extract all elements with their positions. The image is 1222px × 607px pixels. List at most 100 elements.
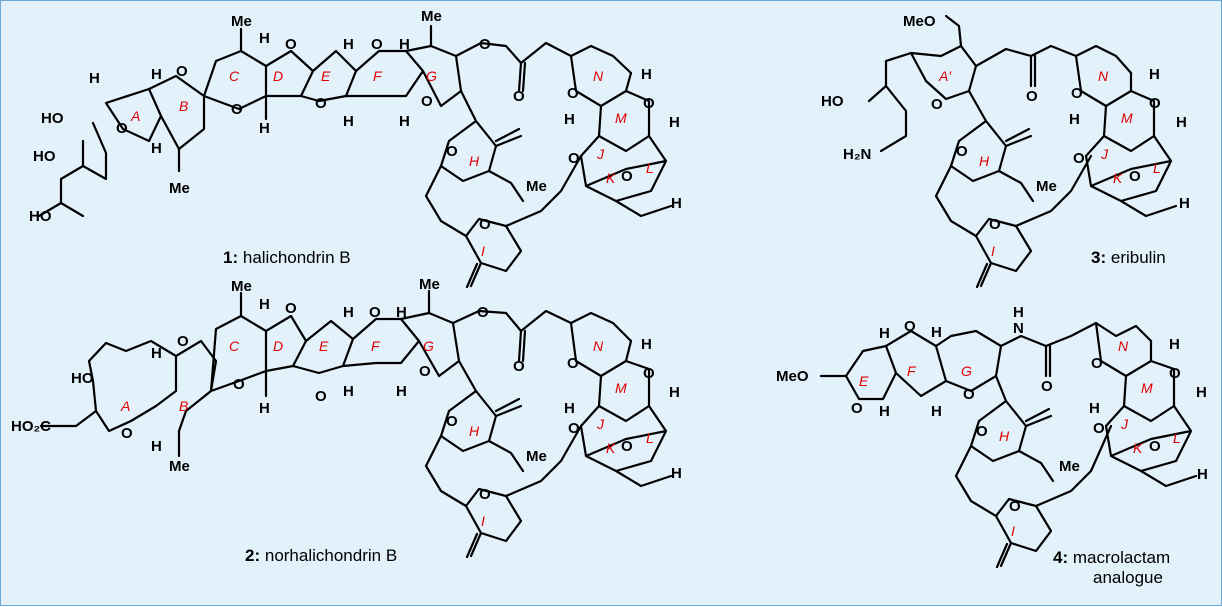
atom-label: H	[671, 195, 682, 212]
atom-label: Me	[526, 178, 547, 195]
atom-label: O	[1169, 365, 1181, 382]
ring-label: K	[606, 170, 616, 186]
atom-label: H	[879, 403, 890, 420]
atom-label: Me	[169, 180, 190, 197]
atom-label: Me	[169, 458, 190, 475]
ring-label: I	[481, 243, 485, 259]
atom-label: H	[151, 140, 162, 157]
ring-label: K	[1133, 440, 1143, 456]
atom-label: H	[399, 113, 410, 130]
atom-label: O	[121, 425, 133, 442]
atom-label: O	[285, 36, 297, 53]
ring-label: H	[469, 153, 480, 169]
atom-label: H₂N	[843, 146, 871, 163]
ring-label: K	[1113, 170, 1123, 186]
ring-label: B	[179, 98, 188, 114]
ring-label: M	[1141, 380, 1153, 396]
atom-label: O	[1149, 438, 1161, 455]
ring-label: H	[979, 153, 990, 169]
compound-caption: 3: eribulin	[1091, 248, 1166, 267]
atom-label: MeO	[776, 368, 809, 385]
compound-caption: 1: halichondrin B	[223, 248, 351, 267]
atom-label: O	[643, 95, 655, 112]
atom-label: H	[1089, 400, 1100, 417]
atom-label: O	[285, 300, 297, 317]
atom-label: O	[1093, 420, 1105, 437]
atom-label: O	[568, 420, 580, 437]
ring-label: N	[593, 338, 604, 354]
ring-label: M	[1121, 110, 1133, 126]
atom-label: O	[989, 216, 1001, 233]
ring-label: I	[991, 243, 995, 259]
atom-label: O	[976, 423, 988, 440]
atom-label: Me	[1036, 178, 1057, 195]
atom-label: O	[1073, 150, 1085, 167]
ring-label: N	[1098, 68, 1109, 84]
ring-label: H	[999, 428, 1010, 444]
atom-label: H	[151, 66, 162, 83]
atom-label: O	[621, 438, 633, 455]
atom-label: H	[89, 70, 100, 87]
atom-label: O	[568, 150, 580, 167]
atom-label: HO	[41, 110, 64, 127]
atom-label: O	[513, 88, 525, 105]
ring-label: B	[179, 398, 188, 414]
atom-label: H	[343, 36, 354, 53]
ring-label: C	[229, 68, 240, 84]
atom-label: O	[177, 333, 189, 350]
atom-label: H	[396, 383, 407, 400]
ring-label: C	[229, 338, 240, 354]
atom-label: H	[1149, 66, 1160, 83]
ring-label: N	[1118, 338, 1129, 354]
atom-label: H	[343, 113, 354, 130]
atom-label: H	[669, 384, 680, 401]
compound-caption-line2: analogue	[1093, 568, 1163, 587]
atom-label: H	[343, 304, 354, 321]
atom-label: H	[259, 120, 270, 137]
ring-label: F	[371, 338, 381, 354]
atom-label: H	[399, 36, 410, 53]
ring-label: E	[319, 338, 329, 354]
atom-label: Me	[231, 13, 252, 30]
ring-label: E	[859, 373, 869, 389]
atom-label: H	[641, 66, 652, 83]
ring-label: A	[120, 398, 130, 414]
ring-label: H	[469, 423, 480, 439]
atom-label: H	[564, 111, 575, 128]
atom-label: H	[669, 114, 680, 131]
ring-label: M	[615, 110, 627, 126]
atom-label: H	[1013, 304, 1024, 321]
atom-label: O	[904, 318, 916, 335]
atom-label: H	[1169, 336, 1180, 353]
atom-label: O	[1091, 355, 1103, 372]
ring-label: J	[1100, 146, 1109, 162]
atom-label: O	[421, 93, 433, 110]
atom-label: O	[1026, 88, 1038, 105]
atom-label: H	[1176, 114, 1187, 131]
atom-label: O	[1009, 498, 1021, 515]
atom-label: O	[479, 486, 491, 503]
atom-label: O	[477, 304, 489, 321]
atom-label: H	[641, 336, 652, 353]
structure-macrolactam-analogue: MeO O H H O H H O N H O O Me O O H H O H…	[776, 304, 1208, 587]
atom-label: O	[116, 120, 128, 137]
atom-label: O	[1149, 95, 1161, 112]
ring-label: J	[1120, 416, 1129, 432]
ring-label: F	[907, 363, 917, 379]
ring-label: L	[646, 430, 654, 446]
atom-label: H	[1197, 466, 1208, 483]
atom-label: HO₂C	[11, 418, 51, 435]
atom-label: O	[446, 413, 458, 430]
atom-label: O	[479, 216, 491, 233]
ring-label: M	[615, 380, 627, 396]
atom-label: O	[931, 96, 943, 113]
atom-label: O	[956, 143, 968, 160]
atom-label: O	[1129, 168, 1141, 185]
ring-label: L	[646, 160, 654, 176]
compound-caption: 4: macrolactam	[1053, 548, 1170, 567]
atom-label: HO	[29, 208, 52, 225]
atom-label: MeO	[903, 13, 936, 30]
compound-caption: 2: norhalichondrin B	[245, 546, 397, 565]
atom-label: O	[371, 36, 383, 53]
